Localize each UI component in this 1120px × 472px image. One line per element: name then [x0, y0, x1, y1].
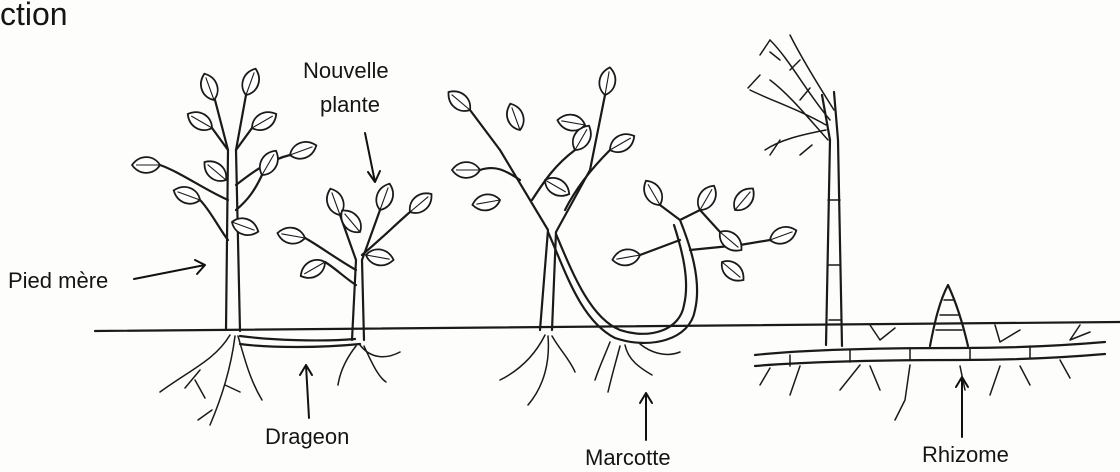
new-plant — [276, 181, 436, 385]
mother-roots — [160, 335, 262, 425]
bamboo-plant — [748, 35, 1105, 420]
dragon-stolon — [240, 336, 355, 340]
mother-plant — [132, 66, 319, 331]
layering-plant — [443, 66, 799, 405]
